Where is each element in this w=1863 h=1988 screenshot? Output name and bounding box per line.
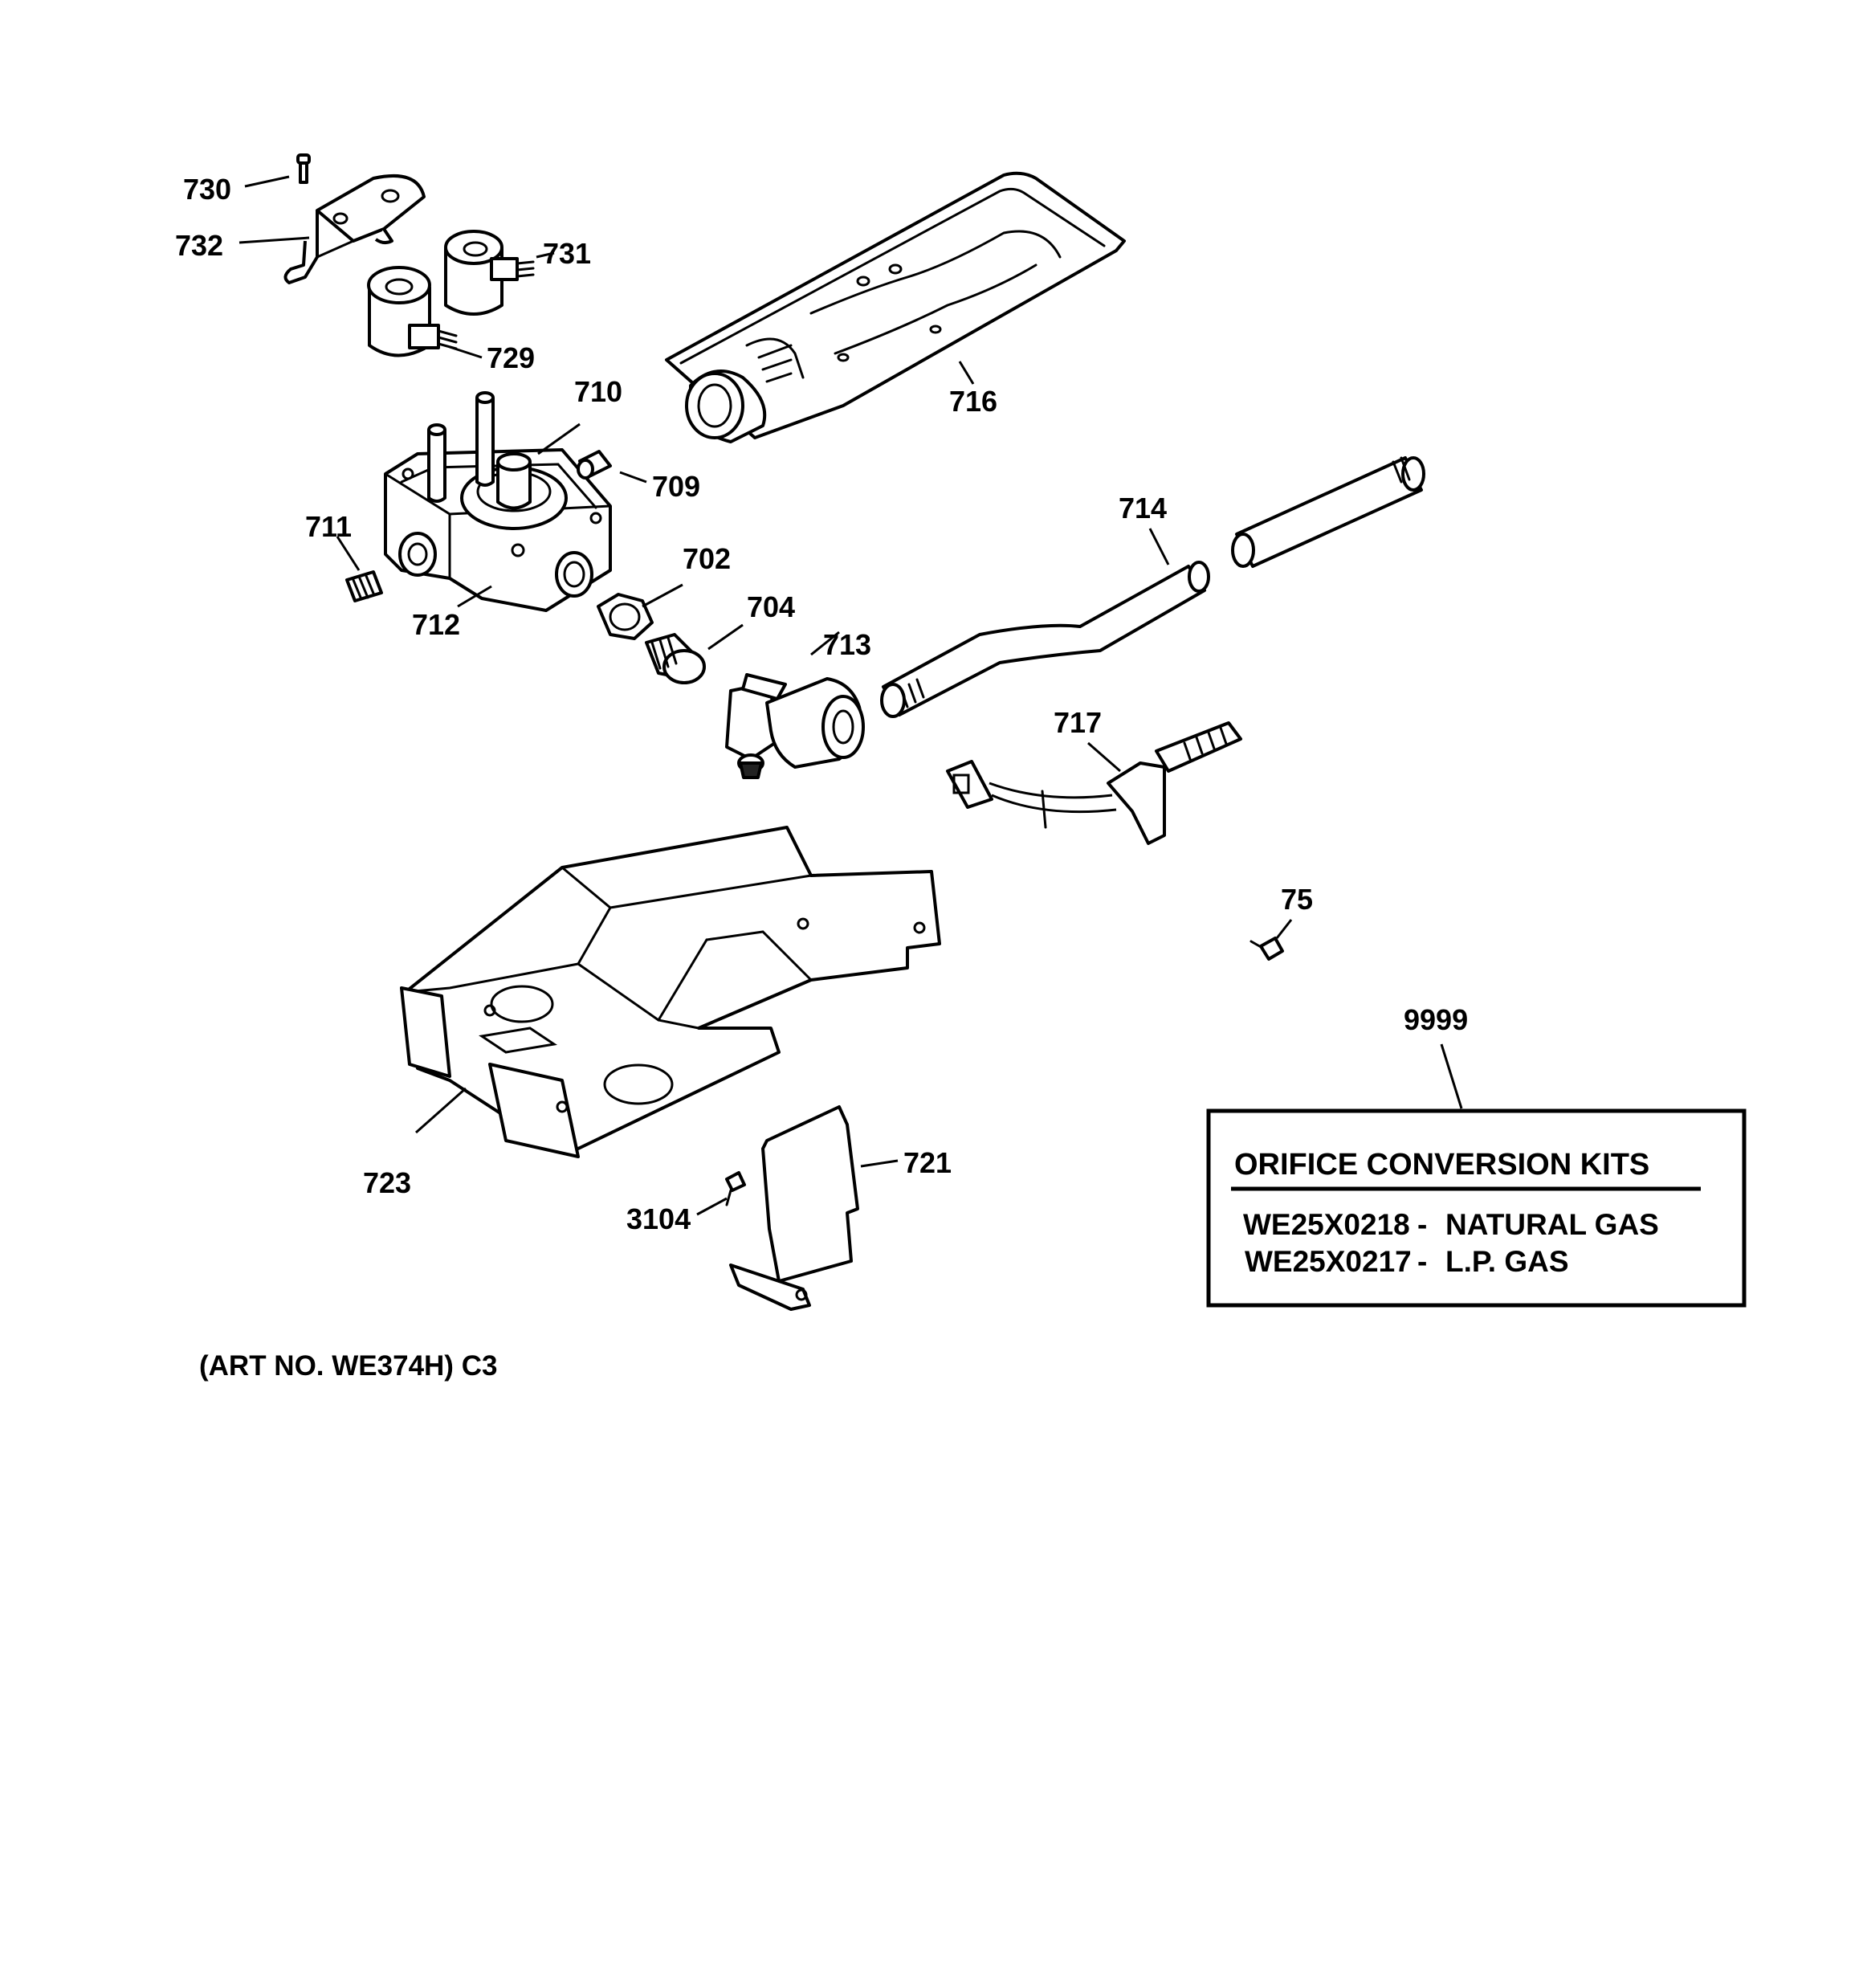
part-75-screw	[1249, 937, 1284, 961]
part-729-coil	[367, 266, 458, 357]
label-713: 713	[823, 628, 871, 661]
label-3104: 3104	[626, 1202, 691, 1235]
part-731-coil	[444, 230, 535, 316]
label-717: 717	[1054, 706, 1102, 739]
label-702: 702	[683, 542, 731, 575]
label-712: 712	[412, 608, 460, 641]
art-number: (ART NO. WE374H) C3	[199, 1350, 497, 1382]
kit-item-2-part: WE25X0217	[1245, 1245, 1412, 1278]
part-710-valve	[384, 391, 612, 612]
kit-item-2-desc: L.P. GAS	[1445, 1245, 1569, 1278]
kit-item-1-separator: -	[1417, 1208, 1427, 1241]
part-704-orifice	[645, 633, 706, 684]
label-704: 704	[747, 590, 795, 623]
orifice-conversion-kit-box: ORIFICE CONVERSION KITS WE25X0218 - NATU…	[1206, 1108, 1747, 1308]
part-709-fitting	[577, 450, 612, 480]
part-3104-screw	[725, 1171, 746, 1206]
label-9999: 9999	[1404, 1003, 1468, 1036]
label-721: 721	[903, 1146, 952, 1179]
kit-item-2-separator: -	[1417, 1245, 1427, 1278]
label-75: 75	[1281, 883, 1313, 916]
label-709: 709	[652, 470, 700, 503]
kit-item-1-desc: NATURAL GAS	[1445, 1208, 1659, 1241]
label-729: 729	[487, 341, 535, 374]
label-711: 711	[305, 510, 352, 543]
part-716-burner	[665, 171, 1126, 443]
part-713-shutoff-valve	[725, 673, 865, 779]
label-716: 716	[949, 385, 997, 418]
kit-box-title: ORIFICE CONVERSION KITS	[1234, 1148, 1649, 1182]
kit-item-1-part: WE25X0218	[1243, 1208, 1410, 1241]
part-723-base-bracket	[400, 826, 941, 1158]
label-730: 730	[183, 173, 231, 206]
label-710: 710	[574, 375, 622, 408]
part-714-pipe	[880, 456, 1425, 718]
part-711-plug	[345, 570, 383, 602]
part-730-screw	[296, 153, 311, 184]
part-717-igniter	[946, 721, 1242, 845]
label-732: 732	[175, 229, 223, 262]
label-723: 723	[363, 1166, 411, 1199]
label-731: 731	[543, 237, 591, 270]
part-732-bracket	[283, 174, 426, 284]
part-702-nut	[597, 593, 654, 640]
label-714: 714	[1119, 492, 1167, 525]
part-721-shield	[729, 1105, 859, 1311]
